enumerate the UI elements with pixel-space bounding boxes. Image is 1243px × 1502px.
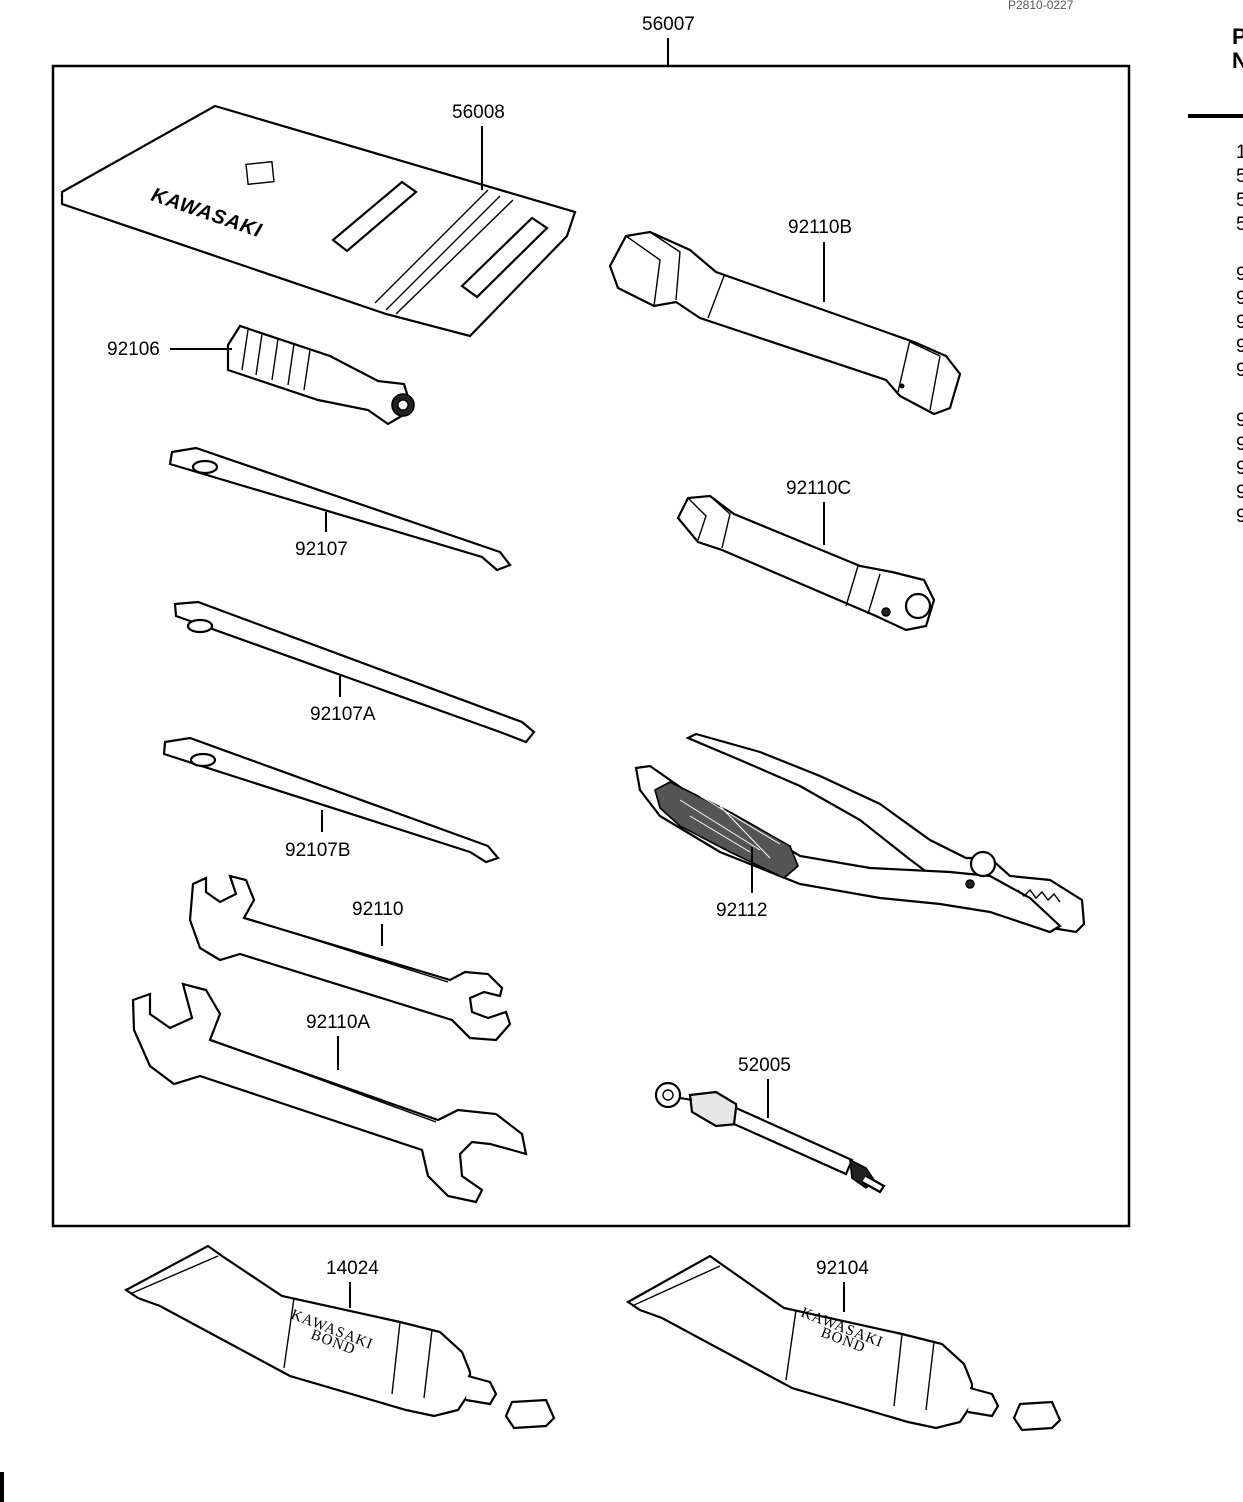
box-wrench-b	[608, 230, 962, 416]
part-label-handle: 92106	[107, 339, 160, 360]
part-label-screwdriver-a: 92107A	[310, 704, 376, 725]
side-list-item: 9	[1236, 434, 1243, 455]
side-list-item: 9	[1236, 458, 1243, 479]
screwdriver-b	[162, 736, 500, 864]
side-list-item: 9	[1236, 506, 1243, 527]
pliers-grip-pattern	[679, 795, 781, 859]
tool-bag-fold	[374, 189, 514, 315]
tool-bag: KAWASAKI	[60, 104, 577, 338]
gauge-barrel	[732, 1106, 854, 1176]
wrench-ridge	[245, 917, 449, 983]
side-list-item: 1	[1236, 142, 1243, 163]
handle-socket-hole	[397, 399, 409, 411]
side-list-item: 9	[1236, 360, 1243, 381]
part-label-bond-14024: 14024	[326, 1258, 379, 1279]
gauge-ring-inner	[662, 1089, 674, 1101]
part-label-large-wrench: 92110A	[306, 1012, 370, 1033]
side-list-fragment: 1 5 5 5 9 9 9 9 9 9 9 9 9 9	[1236, 142, 1243, 527]
box-wrench-b-outline	[608, 230, 962, 416]
screwdriver-b-bit	[189, 752, 217, 768]
screwdriver	[168, 446, 512, 572]
side-list-item: 5	[1236, 214, 1243, 235]
gauge-neck	[679, 1097, 693, 1101]
tube-92104-crimp	[631, 1265, 721, 1307]
box-wrench-b-hex-end	[625, 231, 725, 319]
margin-mark	[0, 1472, 4, 1502]
large-wrench-outline	[131, 982, 528, 1204]
side-heading-fragment-1: P	[1232, 24, 1243, 49]
part-label-gauge: 52005	[738, 1055, 791, 1076]
box-wrench-c	[676, 494, 936, 632]
tube-92104-cap	[1012, 1400, 1062, 1432]
tube-14024-cap	[504, 1398, 556, 1430]
assembly-label: 56007	[642, 14, 695, 35]
pliers	[634, 732, 1086, 934]
assembly-frame	[51, 64, 1131, 1228]
tube-92104-nozzle	[967, 1386, 1000, 1418]
part-label-wrench: 92110	[352, 899, 403, 920]
handle-grip-lines	[241, 329, 311, 391]
tool-bag-strap	[460, 216, 549, 299]
part-label-tool-bag: 56008	[452, 102, 505, 123]
screwdriver-bit	[191, 459, 219, 475]
open-end-wrench	[188, 874, 512, 1042]
screwdriver-a-bit	[186, 618, 214, 634]
side-heading-fragment-2: N	[1232, 48, 1243, 73]
screwdriver-a	[173, 600, 536, 744]
part-label-bond-92104: 92104	[816, 1258, 869, 1279]
handle-body	[226, 324, 414, 426]
box-wrench-c-hex-end	[687, 495, 731, 549]
tube-92104-bands	[785, 1309, 935, 1411]
pliers-pivot	[969, 850, 997, 878]
part-label-pliers: 92112	[716, 900, 767, 921]
part-label-box-wrench-c: 92110C	[786, 478, 851, 499]
side-list-item: 5	[1236, 190, 1243, 211]
box-wrench-b-hole	[899, 383, 905, 389]
screwdriver-handle	[226, 324, 415, 426]
box-wrench-c-outline	[676, 494, 936, 632]
tool-bag-outline	[60, 104, 577, 338]
side-list-item: 9	[1236, 410, 1243, 431]
tool-bag-edge	[61, 203, 471, 337]
box-wrench-c-hole	[881, 607, 891, 617]
side-list-item: 9	[1236, 288, 1243, 309]
screwdriver-b-shaft	[162, 736, 500, 864]
part-label-screwdriver: 92107	[295, 539, 348, 560]
tire-gauge	[654, 1081, 886, 1194]
large-wrench-ridge	[211, 1039, 437, 1123]
gauge-ring	[654, 1081, 682, 1109]
side-list-item: 9	[1236, 312, 1243, 333]
box-wrench-b-hex-end	[897, 339, 941, 411]
tool-bag-strap	[331, 180, 418, 253]
tool-bag-tag	[245, 160, 275, 186]
tube-14024-bands	[283, 1297, 433, 1399]
side-list-item: 9	[1236, 336, 1243, 357]
tube-92104-body	[625, 1254, 974, 1430]
part-label-box-wrench-b: 92110B	[788, 217, 852, 238]
large-open-end-wrench	[131, 982, 528, 1204]
screwdriver-a-shaft	[173, 600, 536, 744]
part-label-screwdriver-b: 92107B	[285, 840, 351, 861]
tube-14024-crimp	[129, 1255, 219, 1295]
gauge-head	[688, 1090, 740, 1128]
wrench-outline	[188, 874, 512, 1042]
side-list-item: 9	[1236, 482, 1243, 503]
box-wrench-c-collar	[845, 565, 881, 615]
side-list-item: 5	[1236, 166, 1243, 187]
tube-14024-nozzle	[465, 1374, 498, 1406]
figure-code: P2810-0227	[1008, 0, 1074, 12]
pliers-grip-knurl	[654, 781, 799, 879]
box-wrench-c-socket	[904, 592, 932, 620]
pliers-jaw-teeth	[1017, 888, 1061, 903]
bond-tube-14024: KAWASAKI BOND	[123, 1244, 556, 1430]
gauge-stem	[861, 1175, 886, 1194]
side-list-item: 9	[1236, 264, 1243, 285]
pliers-pivot-pin	[965, 879, 975, 889]
screwdriver-shaft	[168, 446, 512, 572]
tube-14024-body	[123, 1244, 472, 1418]
